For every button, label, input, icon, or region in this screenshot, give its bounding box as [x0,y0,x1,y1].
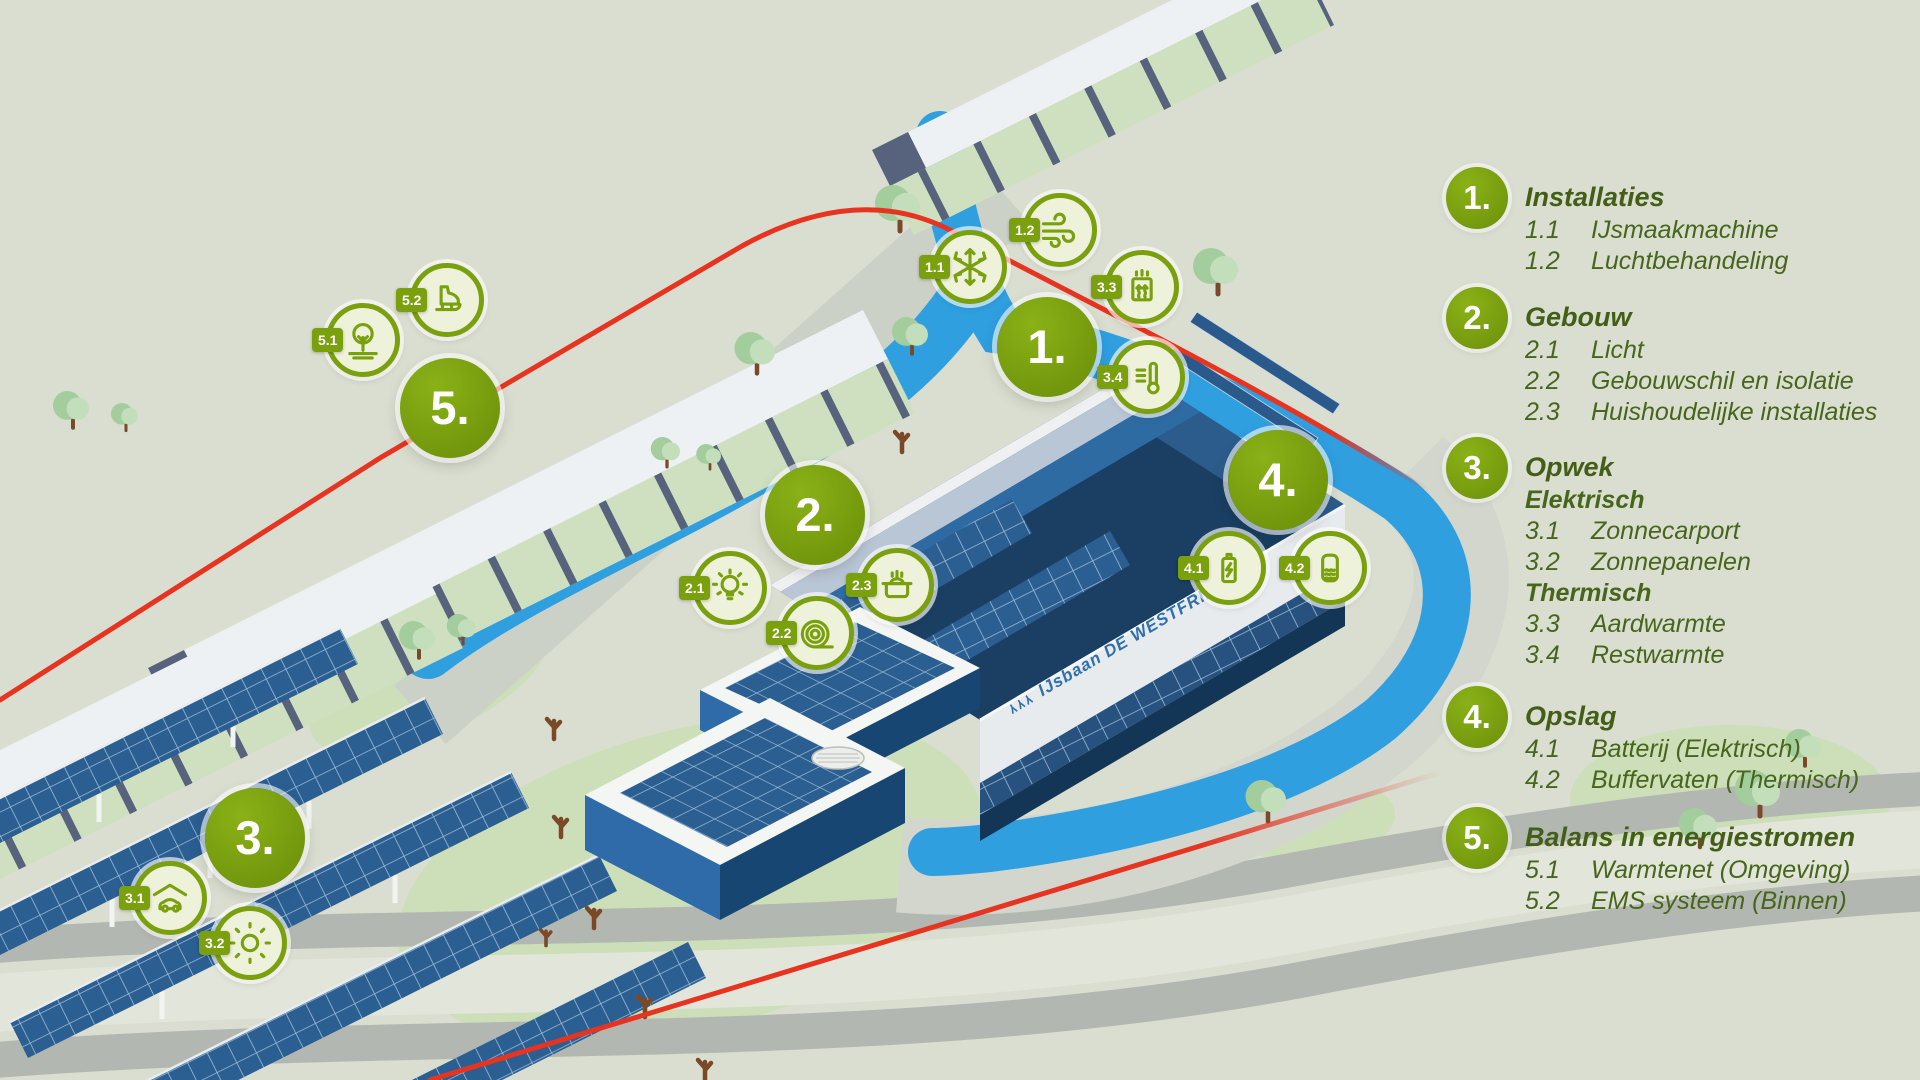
marker-number: 2. [795,488,835,541]
solar-carport-icon [152,883,188,913]
legend-number-circle: 3. [1446,437,1508,499]
badge-zonnepanelen[interactable]: 3.2 [199,906,287,980]
sun-icon [229,922,271,964]
map-marker-2-gebouw[interactable]: 2. [765,465,865,565]
badge-warmtenet[interactable]: 5.1 [312,303,400,377]
site-boundary-line [0,207,1445,1080]
badge-ems-systeem[interactable]: 5.2 [396,263,484,337]
badge-tag: 5.1 [312,328,344,352]
badge-tag: 4.1 [1178,556,1210,580]
badge-tag: 4.2 [1279,556,1311,580]
ice-skate-icon [435,285,462,312]
map-marker-3-opwek[interactable]: 3. [205,788,305,888]
snowflake-icon [953,248,987,286]
badge-gebouwschil-isolatie[interactable]: 2.2 [766,596,854,670]
legend-title: Opwek [1525,452,1614,482]
badge-aardwarmte[interactable]: 3.3 [1091,250,1179,324]
badge-buffervaten[interactable]: 4.2 [1279,531,1367,605]
badge-huishoudelijke-installaties[interactable]: 2.3 [846,548,934,622]
badge-tag: 1.1 [919,255,951,279]
legend-title: Gebouw [1525,302,1632,332]
badge-tag: 3.1 [119,886,151,910]
legend-number-circle: 5. [1446,807,1508,869]
badge-tag: 3.3 [1091,275,1123,299]
legend-number-circle: 1. [1446,167,1508,229]
marker-number: 5. [430,381,470,434]
marker-number: 4. [1258,453,1298,506]
badge-licht[interactable]: 2.1 [679,551,767,625]
badge-batterij[interactable]: 4.1 [1178,531,1266,605]
tree-icon [348,323,378,360]
badge-tag: 2.3 [846,573,878,597]
badge-tag: 3.2 [199,931,231,955]
badge-tag: 5.2 [396,288,428,312]
badge-ijsmaakmachine[interactable]: 1.1 [919,230,1007,304]
annex-buildings [585,607,980,920]
legend-title: Opslag [1525,701,1617,731]
badge-restwarmte[interactable]: 3.4 [1097,340,1185,414]
battery-icon [1221,552,1237,584]
map-marker-1-installaties[interactable]: 1. [997,297,1097,397]
lightbulb-icon [711,568,749,601]
legend-title: Installaties [1525,182,1665,212]
badge-zonnecarport[interactable]: 3.1 [119,861,207,935]
legend-title: Balans in energiestromen [1525,822,1856,852]
map-marker-5-balans[interactable]: 5. [400,358,500,458]
insulation-icon [800,619,834,649]
marker-number: 1. [1027,320,1067,373]
legend-subtitle: Elektrisch [1525,486,1645,514]
map-marker-4-opslag[interactable]: 4. [1228,430,1328,530]
cooking-pot-icon [881,569,913,599]
legend-subtitle: Thermisch [1525,579,1652,607]
wind-icon [1041,212,1076,249]
badge-luchtbehandeling[interactable]: 1.2 [1009,193,1097,267]
heat-pump-icon [1131,268,1153,302]
badge-tag: 2.2 [766,621,798,645]
legend-number-circle: 2. [1446,287,1508,349]
buffer-tank-icon [1321,553,1339,583]
badge-tag: 1.2 [1009,218,1041,242]
skaters-logo [1009,695,1034,714]
marker-number: 3. [235,811,275,864]
legend-number-circle: 4. [1446,686,1508,748]
thermometer-icon [1135,361,1160,395]
badge-tag: 2.1 [679,576,711,600]
badge-tag: 3.4 [1097,365,1129,389]
